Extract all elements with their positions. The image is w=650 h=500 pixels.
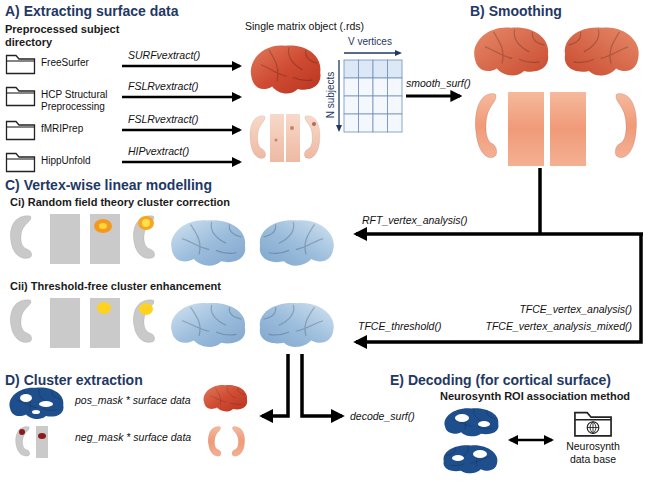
function-name: RFT_vertex_analysis()	[362, 214, 468, 227]
section-heading: D) Cluster extraction	[5, 372, 143, 389]
folder-icon	[5, 84, 36, 107]
folder-label: FreeSurfer	[41, 52, 89, 69]
subsection-heading: Cii) Threshold-free cluster enhancement	[10, 280, 221, 293]
matrix-heading: Single matrix object (.rds)	[245, 20, 364, 33]
section-heading: B) Smoothing	[470, 3, 562, 20]
section-heading: E) Decoding (for cortical surface)	[390, 372, 611, 389]
function-name: TFCE_threshold()	[358, 320, 441, 333]
group-heading: Preprocessed subject directory	[5, 23, 133, 49]
folder-label: fMRIPrep	[41, 118, 83, 135]
subsection-heading: Ci) Random field theory cluster correcti…	[10, 196, 230, 209]
method-heading: Neurosynth ROI association method	[440, 390, 630, 403]
function-name: pos_mask * surface data	[75, 394, 191, 407]
folder-node: HippUnfold	[5, 150, 90, 174]
axis-label: N subjects	[325, 65, 337, 125]
folder-icon	[5, 52, 36, 75]
section-heading: C) Vertex-wise linear modelling	[5, 177, 212, 194]
function-name: SURFvextract()	[128, 49, 200, 62]
axis-label: V vertices	[348, 36, 392, 48]
folder-icon	[5, 150, 36, 173]
database-folder: Neurosynth data base	[556, 408, 630, 465]
folder-node: HCP Structural Preprocessing	[5, 84, 119, 113]
folder-label: HCP Structural Preprocessing	[41, 84, 119, 113]
folder-icon	[5, 118, 36, 141]
function-name: TFCE_vertex_analysis_mixed()	[486, 320, 632, 333]
folder-node: FreeSurfer	[5, 52, 89, 76]
section-heading: A) Extracting surface data	[5, 3, 179, 20]
matrix-object: Single matrix object (.rds) V vertices N s…	[240, 20, 405, 138]
function-name: smooth_surf()	[406, 77, 471, 90]
database-label: Neurosynth data base	[556, 440, 630, 465]
function-name: TFCE_vertex_analysis()	[519, 303, 632, 316]
folder-icon	[573, 408, 613, 438]
folder-node: fMRIPrep	[5, 118, 83, 142]
function-name: HIPvextract()	[128, 145, 189, 158]
function-name: FSLRvextract()	[128, 113, 199, 126]
function-name: FSLRvextract()	[128, 80, 199, 93]
function-name: decode_surf()	[350, 410, 415, 423]
function-name: neg_mask * surface data	[75, 431, 191, 444]
folder-label: HippUnfold	[41, 150, 90, 167]
